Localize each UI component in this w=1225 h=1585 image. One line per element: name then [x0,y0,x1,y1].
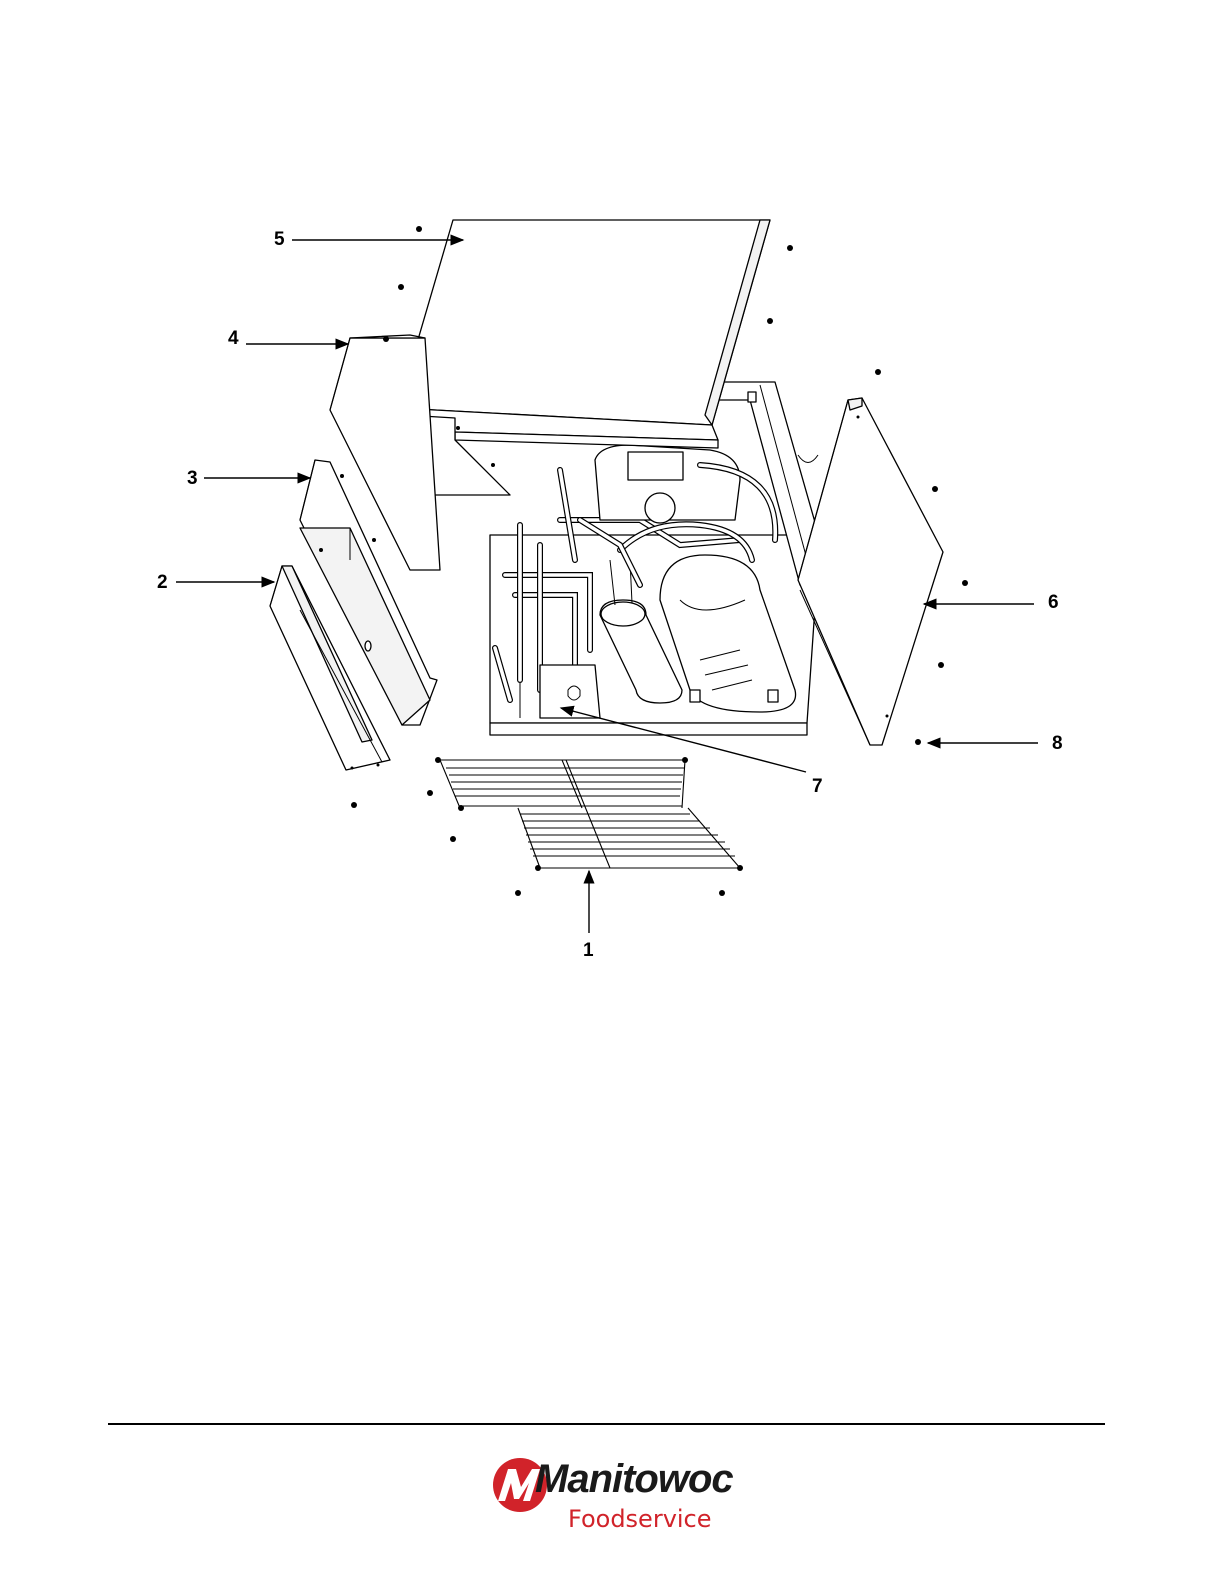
callout-5: 5 [274,229,285,250]
manitowoc-logo: Manitowoc Foodservice [490,1455,730,1535]
part-6-side-panel [798,398,943,745]
callout-6: 6 [1048,592,1059,613]
callout-7: 7 [812,776,823,797]
brand-subtitle: Foodservice [568,1505,712,1533]
brand-name: Manitowoc [535,1457,733,1502]
callout-4: 4 [228,328,239,349]
callout-8: 8 [1052,733,1063,754]
part-1-wire-grille [435,757,743,871]
exploded-parts-diagram: 1 2 3 4 5 6 7 8 [0,0,1225,1000]
callout-1: 1 [583,940,594,961]
callout-3: 3 [187,468,198,489]
callout-2: 2 [157,572,168,593]
footer-divider [108,1423,1105,1425]
